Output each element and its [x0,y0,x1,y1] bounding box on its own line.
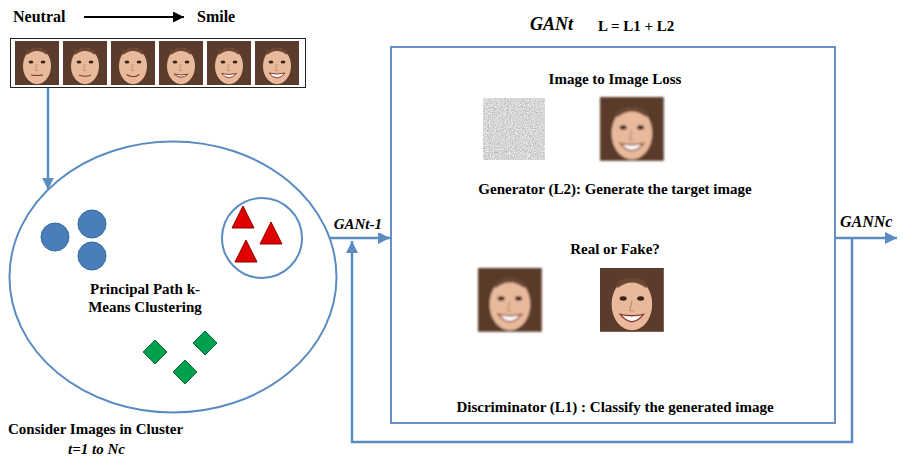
generated-face [600,97,664,161]
cluster-point [193,331,217,355]
text-slot: GANt [530,14,600,36]
node-text: Image to Image Loss [392,70,838,88]
image-strip: NeutralSmile [10,38,306,88]
text-slot: Neutral [13,7,93,26]
cluster-point [78,242,106,270]
mouth [269,73,285,78]
feedback-arrow [352,238,852,442]
gan-box: GANtL = L1 + L2Image to Image LossGenera… [390,46,836,424]
text-slot: Smile [197,7,277,26]
text-slot: t=1 to Nc [68,440,188,458]
progression-arrow [84,16,184,18]
node-heading: Neutral [13,7,93,26]
face-photo [15,41,59,85]
face [600,268,664,332]
cluster-point [232,206,254,228]
cluster-point [173,360,197,384]
output-label: GANNc [840,212,900,231]
mouth [498,314,521,321]
mouth [174,74,188,77]
mouth [31,74,43,76]
real-face [600,268,664,332]
text-slot: Real or Fake? [392,240,838,258]
noise-image [483,98,545,160]
face [63,41,107,85]
flow-arrow [47,88,50,190]
face-photo [111,41,155,85]
face [207,41,251,85]
flow-arrow [330,237,390,240]
node-text: Discriminator (L1) : Classify the genera… [392,398,838,416]
node-text: Consider Images in Cluster [8,420,248,438]
selected-cluster [222,198,302,278]
label-slot: GANNc [840,212,900,231]
edge-label-slot: GANt-1 [332,215,384,233]
text-slot: Consider Images in Cluster [8,420,248,438]
ellipse-outline [8,140,338,414]
face [111,41,155,85]
ellipse-shape [10,142,337,413]
cluster-point [41,223,69,251]
node-heading: Principal Path k-Means Clustering [70,280,220,316]
node-text: t=1 to Nc [68,440,188,458]
text-slot: Principal Path k-Means Clustering [70,280,220,316]
face [159,41,203,85]
face [255,41,299,85]
text-slot: L = L1 + L2 [598,17,738,35]
node-text: Real or Fake? [392,240,838,258]
cluster-point [143,340,167,364]
edge-label: GANt-1 [332,215,384,233]
text-slot: Discriminator (L1) : Classify the genera… [392,398,838,416]
face [15,41,59,85]
node-heading: GANt [530,14,600,36]
output-arrow [836,237,897,240]
cluster-point [260,222,282,244]
mouth [127,75,140,77]
face-photo [159,41,203,85]
face [600,97,664,161]
face-photo [255,41,299,85]
node-text: L = L1 + L2 [598,17,738,35]
text-slot: Generator (L2): Generate the target imag… [392,180,838,198]
cluster-point [78,210,106,238]
generated-face [478,268,542,332]
face-photo [63,41,107,85]
mouth [620,143,643,150]
face [478,268,542,332]
node-text: Smile [197,7,277,26]
cluster-point [235,240,257,262]
face-photo [207,41,251,85]
text-slot: Image to Image Loss [392,70,838,88]
mouth [79,75,91,76]
node-text: Generator (L2): Generate the target imag… [392,180,838,198]
cluster-ellipse: Principal Path k-Means ClusteringConside… [8,140,338,414]
mouth [620,314,643,321]
mouth [222,74,237,78]
